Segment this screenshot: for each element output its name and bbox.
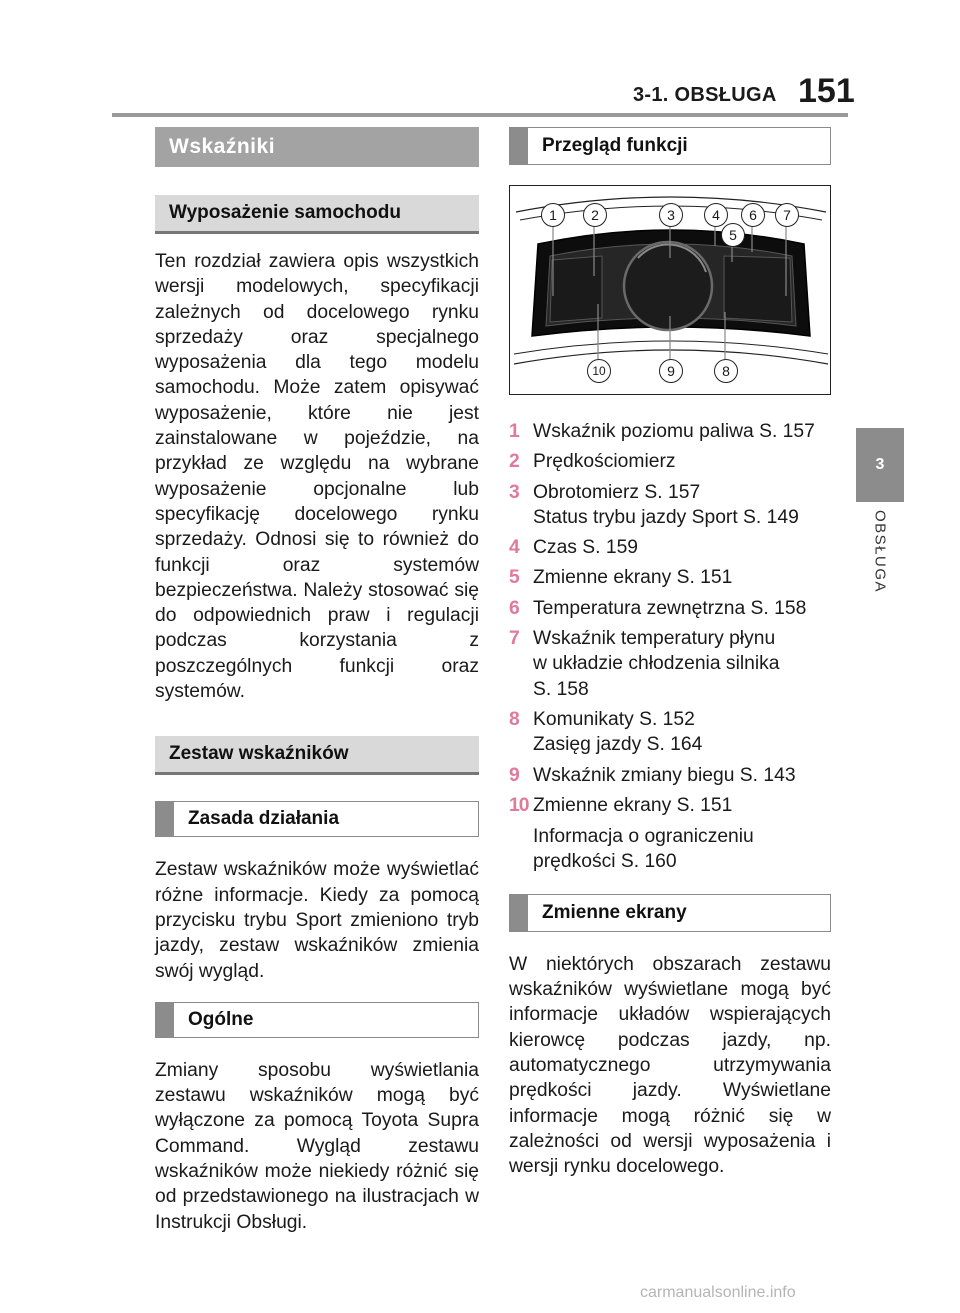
item-text: Czas S. 159 bbox=[533, 537, 639, 559]
general-paragraph: Zmiany sposobu wyświetlania zestawu wska… bbox=[155, 1059, 479, 1233]
list-item: 2 Prędkościomierz bbox=[509, 449, 831, 474]
item-text: w układzie chłodzenia silnika bbox=[533, 653, 780, 675]
heading-marker bbox=[510, 128, 528, 164]
feature-list: 1 Wskaźnik poziomu paliwa S. 157 2 Prędk… bbox=[509, 419, 831, 875]
item-number: 10 bbox=[509, 794, 529, 816]
list-item: 6 Temperatura zewnętrzna S. 158 bbox=[509, 596, 831, 621]
principle-heading: Zasada działania bbox=[155, 801, 479, 838]
callout-6: 6 bbox=[741, 203, 765, 227]
item-text: Wskaźnik temperatury płynu bbox=[533, 628, 776, 650]
screens-paragraph: W niektórych obszarach zestawu wskaźnikó… bbox=[509, 953, 831, 1178]
running-header-section: 3-1. OBSŁUGA bbox=[633, 84, 777, 106]
callout-7: 7 bbox=[775, 203, 799, 227]
item-number: 4 bbox=[509, 537, 520, 559]
section-title: Wskaźniki bbox=[155, 127, 479, 167]
cluster-heading-text: Zestaw wskaźników bbox=[169, 743, 349, 765]
overview-heading-text: Przegląd funkcji bbox=[542, 135, 688, 156]
heading-marker bbox=[156, 1002, 174, 1037]
heading-marker bbox=[156, 802, 174, 837]
general-heading: Ogólne bbox=[155, 1001, 479, 1038]
list-item: 5 Zmienne ekrany S. 151 bbox=[509, 565, 831, 590]
item-number: 1 bbox=[509, 421, 520, 442]
callout-8: 8 bbox=[714, 359, 738, 383]
callout-9: 9 bbox=[659, 359, 683, 383]
left-column: Wskaźniki Wyposażenie samochodu Ten rozd… bbox=[155, 127, 479, 1235]
item-number: 3 bbox=[509, 481, 520, 503]
principle-heading-text: Zasada działania bbox=[188, 808, 340, 830]
item-text: S. 158 bbox=[533, 678, 589, 700]
list-item: 3 Obrotomierz S. 157 Status trybu jazdy … bbox=[509, 480, 831, 531]
list-item: 10 Zmienne ekrany S. 151 Informacja o og… bbox=[509, 793, 831, 875]
equipment-heading: Wyposażenie samochodu bbox=[155, 195, 479, 234]
callout-4: 4 bbox=[704, 203, 728, 227]
item-text: Temperatura zewnętrzna S. 158 bbox=[533, 597, 807, 619]
right-column: Przegląd funkcji bbox=[509, 127, 831, 1179]
cluster-heading: Zestaw wskaźników bbox=[155, 736, 479, 776]
item-text: Prędkościomierz bbox=[533, 451, 676, 473]
principle-paragraph: Zestaw wskaźników może wyświetlać różne … bbox=[155, 859, 479, 982]
list-item: 4 Czas S. 159 bbox=[509, 535, 831, 560]
item-text: Zasięg jazdy S. 164 bbox=[533, 734, 703, 756]
page-number: 151 bbox=[798, 72, 855, 110]
item-number: 9 bbox=[509, 764, 520, 786]
item-extra-text: prędkości S. 160 bbox=[533, 851, 677, 873]
callout-1: 1 bbox=[541, 203, 565, 227]
callout-10: 10 bbox=[587, 359, 611, 383]
item-text: Wskaźnik poziomu paliwa S. 157 bbox=[533, 421, 815, 442]
cluster-illustration bbox=[513, 196, 829, 365]
item-number: 7 bbox=[509, 628, 520, 650]
heading-marker bbox=[510, 894, 528, 931]
callout-2: 2 bbox=[583, 203, 607, 227]
overview-heading: Przegląd funkcji bbox=[509, 127, 831, 165]
list-item: 1 Wskaźnik poziomu paliwa S. 157 bbox=[509, 419, 831, 444]
chapter-label: OBSŁUGA bbox=[871, 510, 889, 594]
chapter-number: 3 bbox=[875, 456, 885, 473]
item-extra-text: Informacja o ograniczeniu bbox=[533, 826, 754, 848]
item-text: Wskaźnik zmiany biegu S. 143 bbox=[533, 764, 796, 786]
item-number: 2 bbox=[509, 451, 520, 473]
callout-5: 5 bbox=[721, 223, 745, 247]
item-number: 5 bbox=[509, 567, 520, 589]
list-item: 8 Komunikaty S. 152 Zasięg jazdy S. 164 bbox=[509, 707, 831, 758]
callout-3: 3 bbox=[659, 203, 683, 227]
item-text: Zmienne ekrany S. 151 bbox=[533, 794, 733, 816]
equipment-heading-text: Wyposażenie samochodu bbox=[169, 202, 401, 223]
screens-heading: Zmienne ekrany bbox=[509, 893, 831, 932]
item-text: Status trybu jazdy Sport S. 149 bbox=[533, 506, 799, 528]
section-title-text: Wskaźniki bbox=[169, 135, 276, 158]
chapter-tab[interactable]: 3 bbox=[856, 428, 904, 502]
item-text: Obrotomierz S. 157 bbox=[533, 481, 701, 503]
screens-heading-text: Zmienne ekrany bbox=[542, 901, 687, 923]
item-number: 6 bbox=[509, 597, 520, 619]
header-divider bbox=[112, 113, 848, 117]
item-number: 8 bbox=[509, 708, 520, 730]
general-heading-text: Ogólne bbox=[188, 1008, 254, 1030]
watermark: carmanualsonline.info bbox=[640, 1284, 796, 1301]
list-item: 7 Wskaźnik temperatury płynu w układzie … bbox=[509, 626, 831, 702]
item-text: Zmienne ekrany S. 151 bbox=[533, 567, 733, 589]
equipment-paragraph: Ten rozdział zawiera opis wszystkich wer… bbox=[155, 251, 479, 703]
item-text: Komunikaty S. 152 bbox=[533, 708, 695, 730]
instrument-cluster-diagram: 1 2 3 4 5 6 7 8 9 10 bbox=[509, 185, 831, 395]
list-item: 9 Wskaźnik zmiany biegu S. 143 bbox=[509, 763, 831, 788]
